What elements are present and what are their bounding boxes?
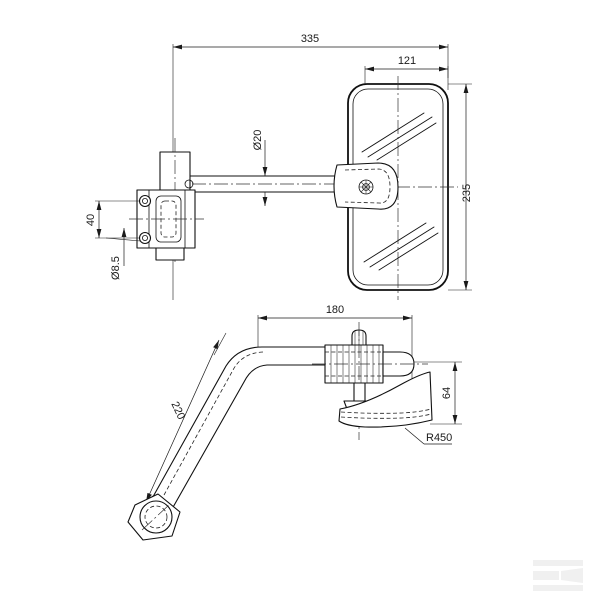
dimension-overall-length-label: 335 bbox=[301, 33, 319, 45]
arm-end-clamp bbox=[127, 493, 181, 541]
dimension-tube-diameter: Ø20 bbox=[252, 130, 268, 206]
dimension-mirror-height-label: 235 bbox=[461, 184, 473, 202]
top-view-group: 335 121 235 bbox=[85, 33, 473, 300]
mirror-reflection-hatch-lower bbox=[363, 222, 439, 271]
dimension-bracket-hole-diameter-label: Ø8.5 bbox=[110, 256, 122, 280]
mirror-back-profile bbox=[338, 371, 433, 428]
dimension-mirror-width-label: 121 bbox=[398, 55, 416, 67]
dimension-bracket-hole-spacing: 40 bbox=[85, 201, 102, 238]
mirror-reflection-hatch-upper bbox=[361, 112, 437, 161]
bracket-bolt-holes bbox=[95, 194, 152, 245]
dimension-mirror-depth-label: 64 bbox=[441, 387, 453, 399]
dimension-arm-reach: 180 bbox=[257, 304, 413, 380]
dimension-mirror-height: 235 bbox=[448, 83, 473, 291]
dimension-bracket-hole-diameter: Ø8.5 bbox=[110, 228, 127, 280]
bottom-view-group: 180 64 220 bbox=[127, 304, 462, 541]
dimension-bracket-hole-spacing-label: 40 bbox=[85, 214, 97, 226]
dimension-mirror-radius-label: R450 bbox=[426, 432, 452, 444]
support-tube bbox=[170, 175, 360, 193]
mirror-pivot-housing bbox=[333, 162, 399, 210]
dimension-arm-length-label: 220 bbox=[168, 400, 187, 422]
brand-logo-watermark bbox=[533, 560, 583, 591]
clamp-knurl-lines bbox=[330, 345, 380, 383]
dimension-tube-diameter-label: Ø20 bbox=[252, 130, 264, 151]
pivot-clamp-block bbox=[312, 344, 428, 384]
angled-support-arm bbox=[153, 346, 338, 510]
dimension-mirror-depth: 64 bbox=[412, 361, 462, 425]
dimension-mirror-radius: R450 bbox=[404, 427, 452, 445]
dimension-arm-reach-label: 180 bbox=[326, 304, 344, 316]
